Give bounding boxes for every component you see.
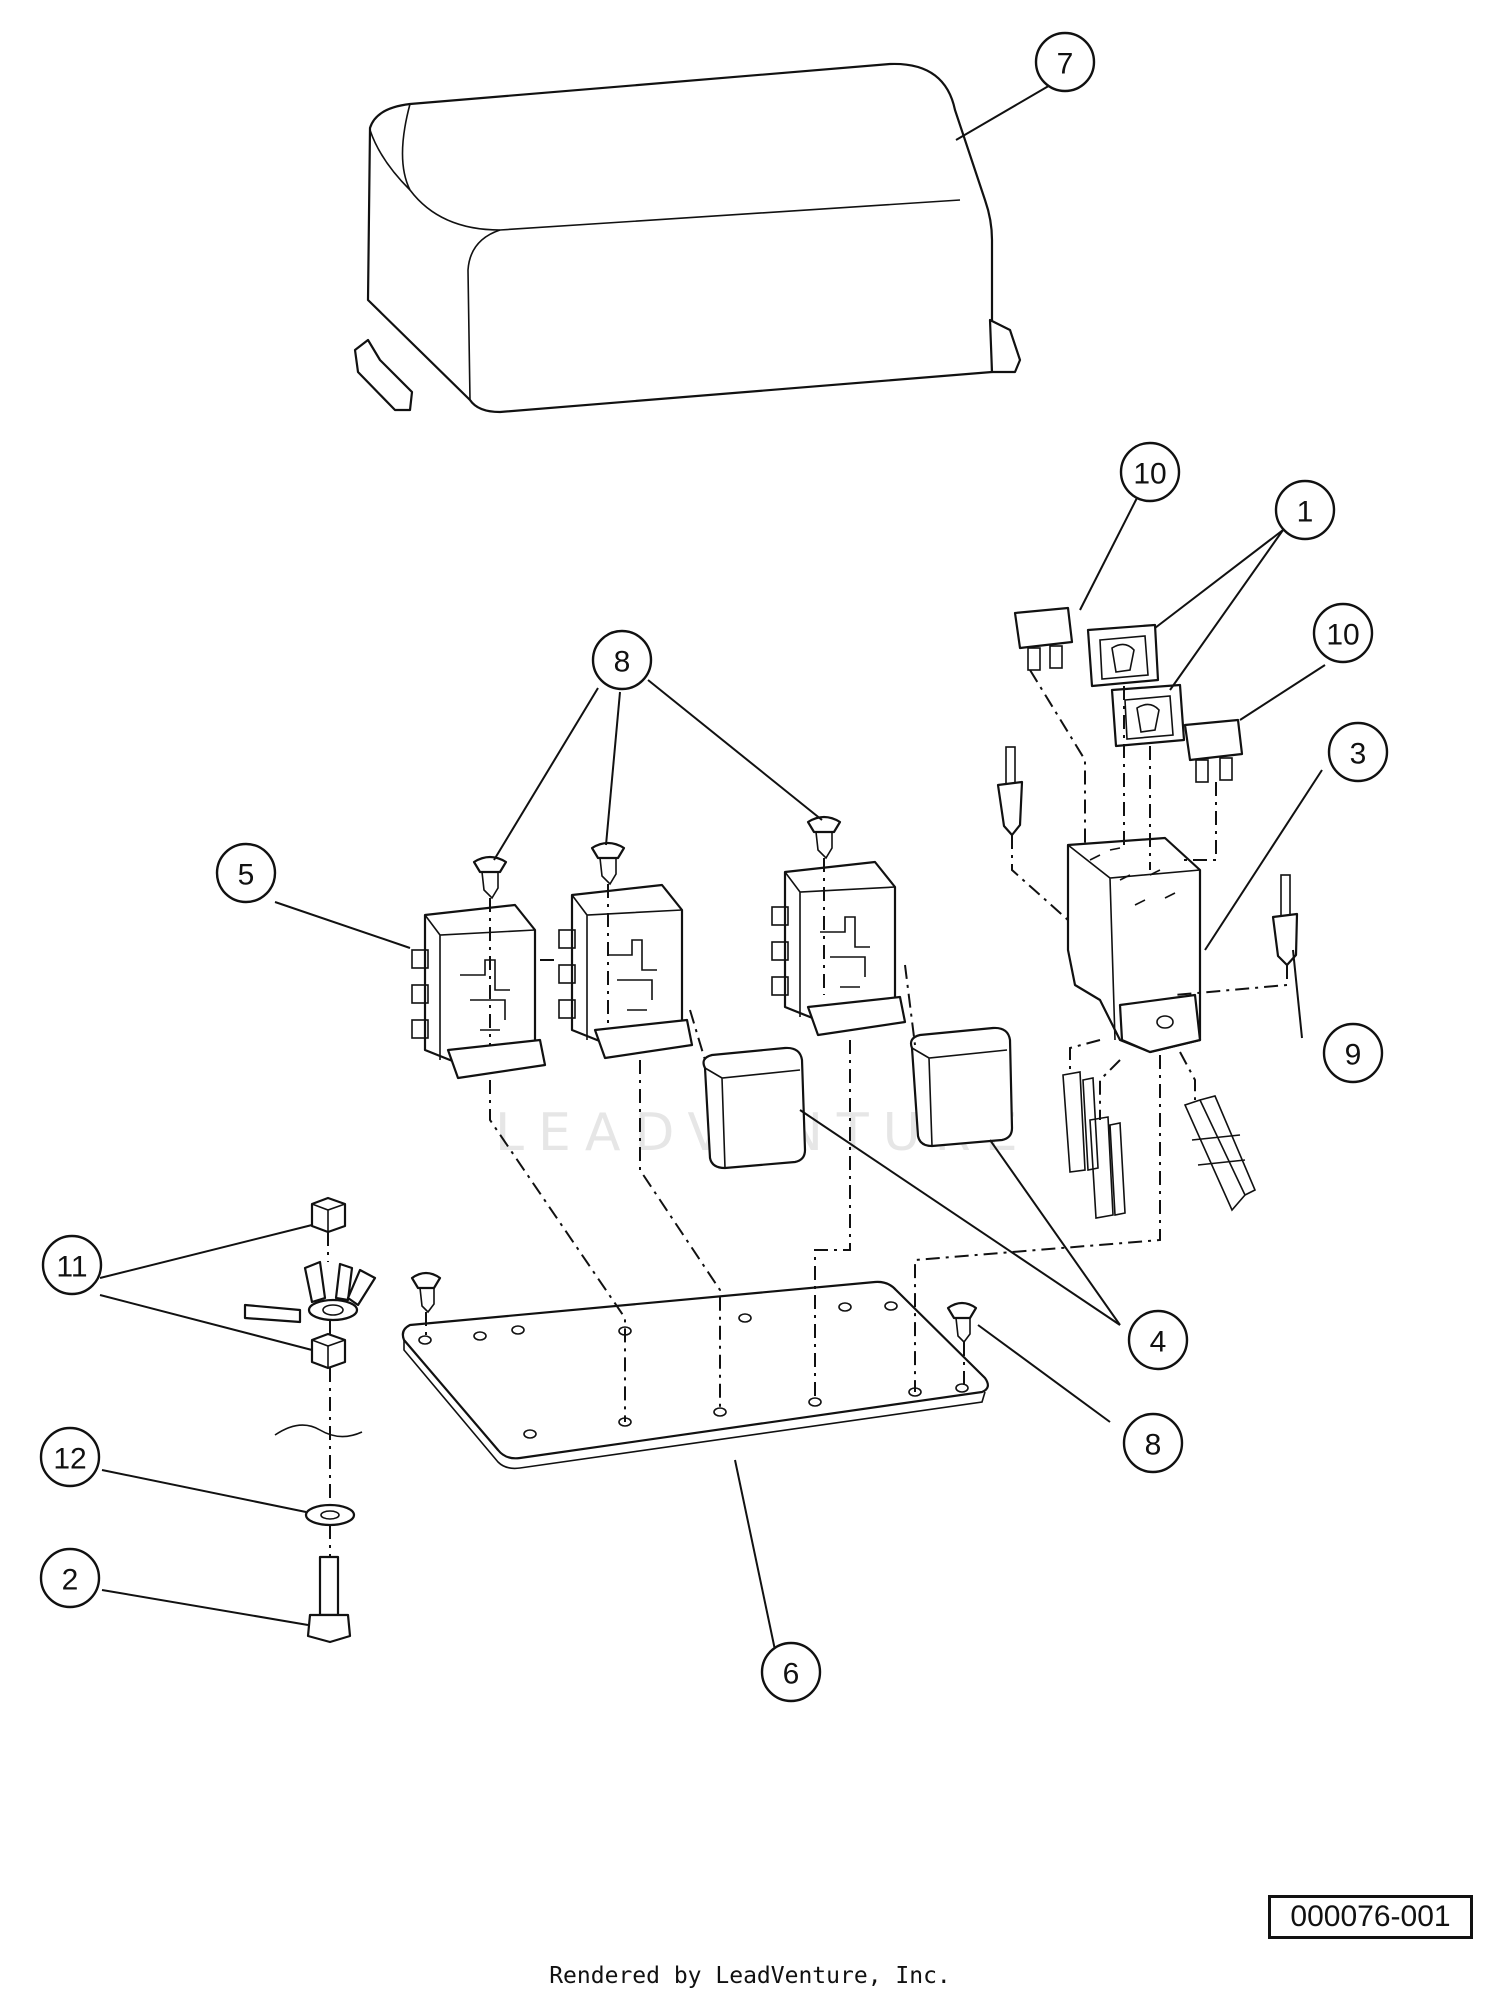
ring-terminal-assembly [243,1260,377,1324]
callout-4: 4 [1127,1309,1189,1371]
svg-text:10: 10 [1133,458,1166,491]
leader-lines [99,83,1326,1651]
svg-text:5: 5 [238,859,255,892]
callout-6: 6 [760,1641,822,1703]
assembly-lines [327,669,1288,1557]
relay-cube-left [702,1046,807,1170]
svg-text:9: 9 [1345,1039,1362,1072]
callout-10-top: 10 [1119,441,1181,503]
callout-2: 2 [39,1547,101,1609]
callout-7: 7 [1034,31,1096,93]
svg-text:7: 7 [1057,48,1074,81]
callout-5: 5 [215,842,277,904]
callout-12: 12 [39,1426,101,1488]
rivet-socket-left [472,855,508,900]
cover-part [353,62,1022,414]
svg-text:11: 11 [56,1251,87,1284]
callout-3: 3 [1327,721,1389,783]
svg-text:10: 10 [1326,619,1359,652]
terminal-group [1062,1071,1257,1219]
rendered-by-credit: Rendered by LeadVenture, Inc. [549,1963,951,1989]
plate-break-line [274,1424,363,1438]
svg-text:3: 3 [1350,738,1367,771]
diagram-id-box: 000076-001 [1268,1895,1473,1939]
bolt-part [306,1555,352,1644]
rivet-plate-left [410,1271,442,1314]
callout-11: 11 [41,1234,103,1296]
push-pin-left [996,746,1024,837]
svg-text:6: 6 [783,1658,800,1691]
svg-text:12: 12 [53,1443,86,1476]
washer-part [304,1503,356,1527]
svg-text:8: 8 [1145,1429,1162,1462]
svg-text:4: 4 [1150,1326,1167,1359]
relay-socket-middle [558,883,694,1060]
nut-top [310,1196,347,1234]
rivet-socket-right [806,815,842,860]
fuse-top-left [1013,606,1074,671]
circuit-breaker-top [1086,623,1160,688]
relay-socket-left [411,903,547,1080]
callout-9: 9 [1322,1022,1384,1084]
callout-1: 1 [1274,479,1336,541]
relay-cube-right [909,1026,1014,1148]
callout-8-bottom: 8 [1122,1412,1184,1474]
rivet-socket-middle [590,841,626,886]
fuse-holder-part [1066,836,1202,1054]
rivet-plate-right [946,1301,978,1344]
callout-8-top: 8 [591,629,653,691]
base-plate-part [401,1280,989,1470]
nut-bottom [310,1332,347,1370]
circuit-breaker-bottom [1110,683,1186,748]
relay-socket-right [771,860,907,1037]
svg-text:2: 2 [62,1564,79,1597]
svg-text:1: 1 [1297,496,1314,529]
svg-text:8: 8 [614,646,631,679]
push-pin-right [1271,874,1299,967]
callout-10-right: 10 [1312,602,1374,664]
fuse-right [1183,718,1244,783]
